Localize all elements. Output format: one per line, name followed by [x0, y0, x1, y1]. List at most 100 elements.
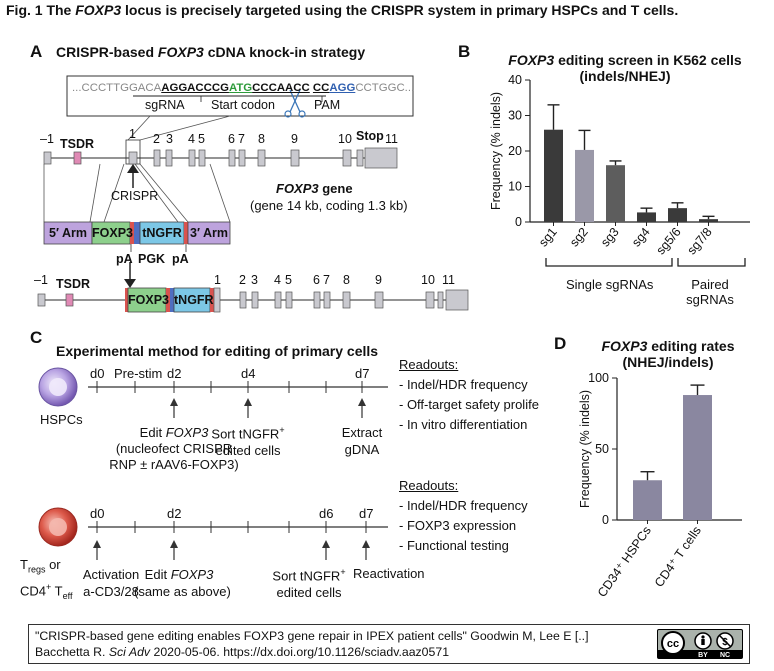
y-tick-label: 100 — [588, 371, 609, 385]
hspc-step-sort: Sort tNGFR+edited cells — [211, 425, 285, 459]
panel-a-diagram — [37, 75, 469, 313]
exon-label-bottom: 7 — [323, 273, 330, 287]
hspc-day: d4 — [241, 366, 256, 381]
bar — [575, 149, 594, 222]
readout-item: - Off-target safety prolife — [399, 397, 539, 412]
bracket-paired — [677, 258, 746, 267]
exon-label-top: –1 — [40, 132, 54, 146]
y-axis-label: Frequency (% indels) — [489, 92, 503, 210]
y-axis-label: Frequency (% indels) — [578, 390, 592, 508]
hspc-day: d0 — [90, 366, 105, 381]
exon-label-bottom: 2 — [239, 273, 246, 287]
bar — [633, 480, 662, 520]
x-tick-label: CD4⁺ T cells — [652, 524, 704, 590]
group-label-single: Single sgRNAs — [566, 277, 654, 292]
arrow-up-icon — [170, 540, 178, 548]
hspc-step-edit: Edit FOXP3 — [139, 425, 209, 440]
x-tick-label: sg4 — [629, 225, 653, 249]
readout-item: - In vitro differentiation — [399, 417, 528, 432]
cc-license-badge[interactable]: cc $ BY NC — [657, 629, 743, 659]
exon-label-bottom: 11 — [442, 273, 455, 287]
y-tick-label: 30 — [508, 109, 522, 123]
arrow-up-icon — [322, 540, 330, 548]
tcell-day: d7 — [359, 506, 374, 521]
donor-3arm — [187, 221, 231, 245]
panel-c-letter: C — [30, 328, 43, 347]
exon-label-bottom: 8 — [343, 273, 350, 287]
donor-tngfr-label: tNGFR — [142, 226, 182, 240]
exon-label-bottom: 1 — [214, 273, 221, 287]
readout-item: - Functional testing — [399, 538, 509, 553]
exon-label-top: 6 — [228, 132, 235, 146]
panel-a-title: CRISPR-based FOXP3 cDNA knock-in strateg… — [56, 44, 366, 60]
tcell-day: d2 — [167, 506, 182, 521]
svg-text:BY: BY — [698, 652, 708, 658]
gene-name-label: FOXP3 gene — [276, 181, 353, 196]
panel-a-letter: A — [30, 42, 43, 61]
pgk-label: PGK — [138, 252, 166, 266]
donor-5arm-label: 5′ Arm — [49, 226, 87, 240]
prestim-label: Pre-stim — [114, 366, 163, 381]
gene-size-label: (gene 14 kb, coding 1.3 kb) — [250, 198, 408, 213]
exon-label-top: 11 — [385, 132, 398, 146]
exon-label-bottom: 5 — [285, 273, 292, 287]
y-tick-label: 10 — [508, 180, 522, 194]
start-codon-label: Start codon — [211, 98, 275, 112]
cc-by-nc-icon: cc $ BY NC — [658, 631, 742, 658]
tsdr-label-bottom: TSDR — [56, 277, 91, 291]
citation-text: "CRISPR-based gene editing enables FOXP3… — [35, 629, 589, 659]
arrow-up-icon — [170, 398, 178, 406]
exon-label-top: 7 — [238, 132, 245, 146]
y-tick-label: 50 — [595, 442, 609, 456]
exon-label-top: 10 — [338, 132, 352, 146]
exon-label-bottom: 10 — [421, 273, 435, 287]
exon-label-top: 1 — [129, 127, 136, 141]
arrow-up-icon — [244, 398, 252, 406]
arrow-up-icon — [358, 398, 366, 406]
donor-foxp3-label: FOXP3 — [92, 226, 133, 240]
readout-item: - Indel/HDR frequency — [399, 377, 528, 392]
stop-label: Stop — [356, 129, 384, 143]
bar — [683, 395, 712, 520]
figure-title: Fig. 1 The FOXP3 locus is precisely targ… — [6, 2, 679, 18]
donor-3arm-label: 3′ Arm — [190, 226, 228, 240]
crispr-label: CRISPR — [111, 189, 159, 203]
exon-label-top: 9 — [291, 132, 298, 146]
hspc-label: HSPCs — [40, 412, 83, 427]
exon-label-top: 2 — [153, 132, 160, 146]
sequence-text: ...CCCTTGGACAAGGACCCGATGCCCAACC CCAGGCCT… — [72, 82, 415, 94]
bar — [544, 129, 563, 222]
tcell-day: d0 — [90, 506, 105, 521]
arrow-up-icon — [362, 540, 370, 548]
x-tick-label: sg1 — [536, 225, 560, 249]
citation-box: "CRISPR-based gene editing enables FOXP3… — [28, 624, 750, 664]
y-tick-label: 40 — [508, 73, 522, 87]
x-tick-label: sg2 — [567, 225, 591, 249]
svg-text:cc: cc — [667, 638, 679, 650]
x-tick-label: sg3 — [598, 225, 622, 249]
exon-label-top: 8 — [258, 132, 265, 146]
hspc-day: d7 — [355, 366, 370, 381]
x-tick-label: CD34⁺ HSPCs — [595, 524, 654, 600]
x-tick-label: sg5/6 — [653, 225, 683, 257]
bar — [637, 212, 656, 222]
knockin-arrow-icon — [124, 279, 136, 288]
readout-item: - Indel/HDR frequency — [399, 498, 528, 513]
exon-label-top: 3 — [166, 132, 173, 146]
readout-item: - FOXP3 expression — [399, 518, 517, 533]
exon-label-top: 5 — [198, 132, 205, 146]
exon-label-bottom: 3 — [251, 273, 258, 287]
y-tick-label: 20 — [508, 144, 522, 158]
readouts-title: Readouts: — [399, 478, 459, 493]
readouts-title: Readouts: — [399, 357, 459, 372]
exon-label-top: 4 — [188, 132, 195, 146]
bracket-single — [545, 258, 673, 267]
arrow-up-icon — [93, 540, 101, 548]
y-tick-label: 0 — [515, 215, 522, 229]
bar — [606, 165, 625, 222]
